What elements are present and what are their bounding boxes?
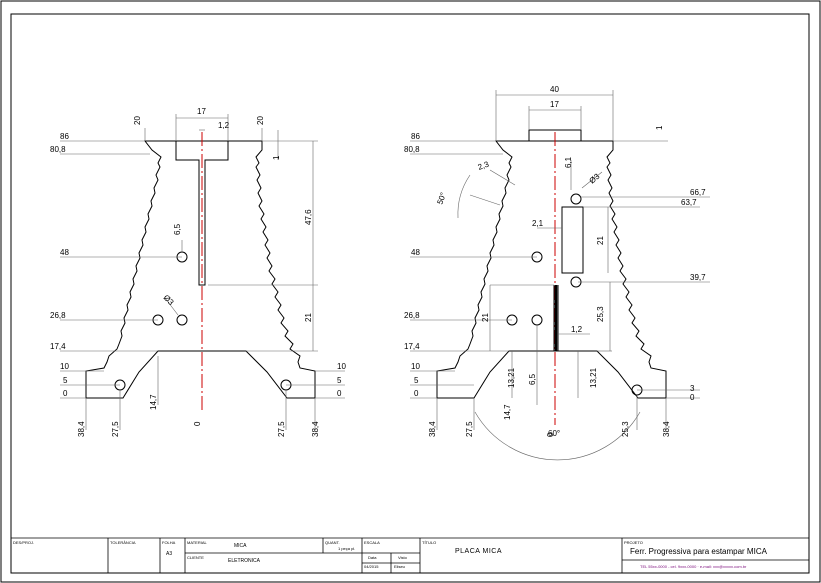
dim-left-y0: 0 — [63, 389, 68, 398]
dim-right-40: 40 — [550, 85, 559, 94]
right-hole-top — [570, 193, 582, 205]
dim-left-38-4-l: 38,4 — [77, 421, 86, 437]
dim-right-x3: 3 — [690, 384, 695, 393]
left-part-outline — [85, 140, 316, 399]
dim-right-66-7: 66,7 — [690, 188, 706, 197]
dim-right-y0: 0 — [414, 389, 419, 398]
material-label: MATERIAL — [187, 540, 207, 545]
right-window — [561, 206, 584, 274]
dim-right-y26-8: 26,8 — [404, 311, 420, 320]
left-dimension-lines — [60, 114, 345, 430]
dim-right-y5: 5 — [414, 376, 419, 385]
quant-value: 1 peça pl. — [338, 546, 356, 551]
contact-line: TEL 55xx-0000 - cel. 9xxx-0000 · e-mail:… — [640, 564, 747, 569]
folha-value: A3 — [166, 551, 173, 557]
dim-right-27-5-l: 27,5 — [465, 421, 474, 437]
dim-left-y26-8: 26,8 — [50, 311, 66, 320]
dim-left-slot-width: 1,2 — [218, 121, 230, 130]
right-dimension-labels: 40 17 1 86 80,8 50° 2,3 6,1 Ø3 66,7 63,7… — [404, 85, 706, 438]
dim-right-60-deg: 60° — [548, 429, 560, 438]
dim-left-y5-r: 5 — [337, 376, 342, 385]
dim-right-1-2: 1,2 — [571, 325, 583, 334]
dim-right-17: 17 — [550, 100, 559, 109]
folha-label: FOLHA — [162, 540, 176, 545]
visto-label: Visto — [398, 555, 407, 560]
dim-right-14-7: 14,7 — [503, 404, 512, 420]
dim-right-y86: 86 — [411, 132, 420, 141]
right-part-outline — [436, 140, 667, 399]
dim-right-25-3-b: 25,3 — [621, 421, 630, 437]
dim-left-y5: 5 — [63, 376, 68, 385]
dim-right-38-4-l: 38,4 — [428, 421, 437, 437]
tolerancia-label: TOLERÂNCIA — [110, 540, 136, 545]
dim-right-6-1: 6,1 — [564, 156, 573, 168]
right-hole-mid-right — [531, 314, 543, 326]
dim-left-38-4-r: 38,4 — [311, 421, 320, 437]
dim-right-13-21a: 13,21 — [507, 367, 516, 388]
left-hole-mid-right — [176, 314, 188, 326]
dim-left-one: 1 — [272, 155, 281, 160]
visto-value: Eliseu — [394, 564, 405, 569]
data-value: 04/2015 — [364, 564, 379, 569]
material-value: MICA — [234, 543, 247, 549]
dim-left-y0-r: 0 — [337, 389, 342, 398]
titulo-label: TÍTULO — [422, 540, 437, 545]
dim-right-y48: 48 — [411, 248, 420, 257]
dim-right-6-5: 6,5 — [528, 373, 537, 385]
projeto-label: PROJETO — [624, 540, 643, 545]
dim-left-14-7: 14,7 — [149, 394, 158, 410]
dim-left-top-width: 17 — [197, 107, 206, 116]
right-dimension-lines — [410, 90, 710, 461]
dim-left-21: 21 — [304, 313, 313, 322]
dim-left-margin-l: 20 — [133, 116, 142, 125]
titulo-value: PLACA MICA — [455, 548, 503, 555]
dim-right-y80-8: 80,8 — [404, 145, 420, 154]
dim-right-2-3: 2,3 — [477, 159, 491, 171]
dim-right-13-21b: 13,21 — [589, 367, 598, 388]
dim-left-y10-r: 10 — [337, 362, 346, 371]
dim-left-y48: 48 — [60, 248, 69, 257]
des-proj-label: DES/PROJ. — [13, 540, 35, 545]
dim-right-38-4-r: 38,4 — [662, 421, 671, 437]
dim-left-6-5: 6,5 — [173, 223, 182, 235]
title-block-frame — [11, 537, 809, 573]
dim-right-21b: 21 — [481, 313, 490, 322]
dim-right-63-7: 63,7 — [681, 198, 697, 207]
dim-right-50-deg: 50° — [435, 191, 448, 205]
dim-right-x0: 0 — [546, 432, 555, 437]
projeto-value: Ferr. Progressiva para estampar MICA — [630, 547, 767, 556]
dim-left-y86: 86 — [60, 132, 69, 141]
dim-left-margin-r: 20 — [256, 116, 265, 125]
dim-right-21a: 21 — [596, 236, 605, 245]
cliente-value: ELETRONICA — [228, 558, 260, 564]
dim-right-2-1: 2,1 — [532, 219, 544, 228]
dim-left-47-6: 47,6 — [304, 209, 313, 225]
dim-left-hole-dia: Ø3 — [162, 293, 176, 307]
dim-left-27-5-r: 27,5 — [277, 421, 286, 437]
dim-right-y17-4: 17,4 — [404, 342, 420, 351]
dim-left-y10: 10 — [60, 362, 69, 371]
dim-left-y80-8: 80,8 — [50, 145, 66, 154]
data-label: Data — [368, 555, 377, 560]
escala-label: ESCALA — [364, 540, 380, 545]
cliente-label: CLIENTE — [187, 555, 204, 560]
dim-right-y10: 10 — [411, 362, 420, 371]
dim-right-39-7: 39,7 — [690, 273, 706, 282]
dim-left-27-5-l: 27,5 — [111, 421, 120, 437]
dim-right-one: 1 — [655, 125, 664, 130]
left-dimension-labels: 17 1,2 20 20 86 80,8 48 26,8 17,4 10 5 0… — [50, 107, 346, 437]
right-view — [436, 129, 667, 399]
dim-left-x0: 0 — [193, 421, 202, 426]
quant-label: QUANT. — [325, 540, 340, 545]
left-view — [85, 140, 316, 399]
dim-right-x0r: 0 — [690, 393, 695, 402]
dim-right-25-3: 25,3 — [596, 306, 605, 322]
inner-border — [10, 13, 810, 574]
dim-left-y17-4: 17,4 — [50, 342, 66, 351]
